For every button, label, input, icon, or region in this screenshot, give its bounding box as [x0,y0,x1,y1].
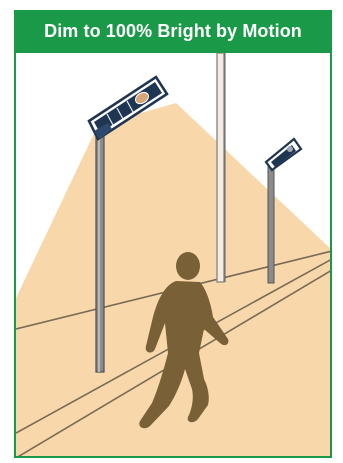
street-scene [14,53,332,458]
card-title: Dim to 100% Bright by Motion [14,10,332,53]
near-streetlight-pole [96,133,104,372]
scene-illustration [16,53,332,458]
background-pole [217,53,225,282]
far-streetlight-fixture-icon [266,139,301,170]
